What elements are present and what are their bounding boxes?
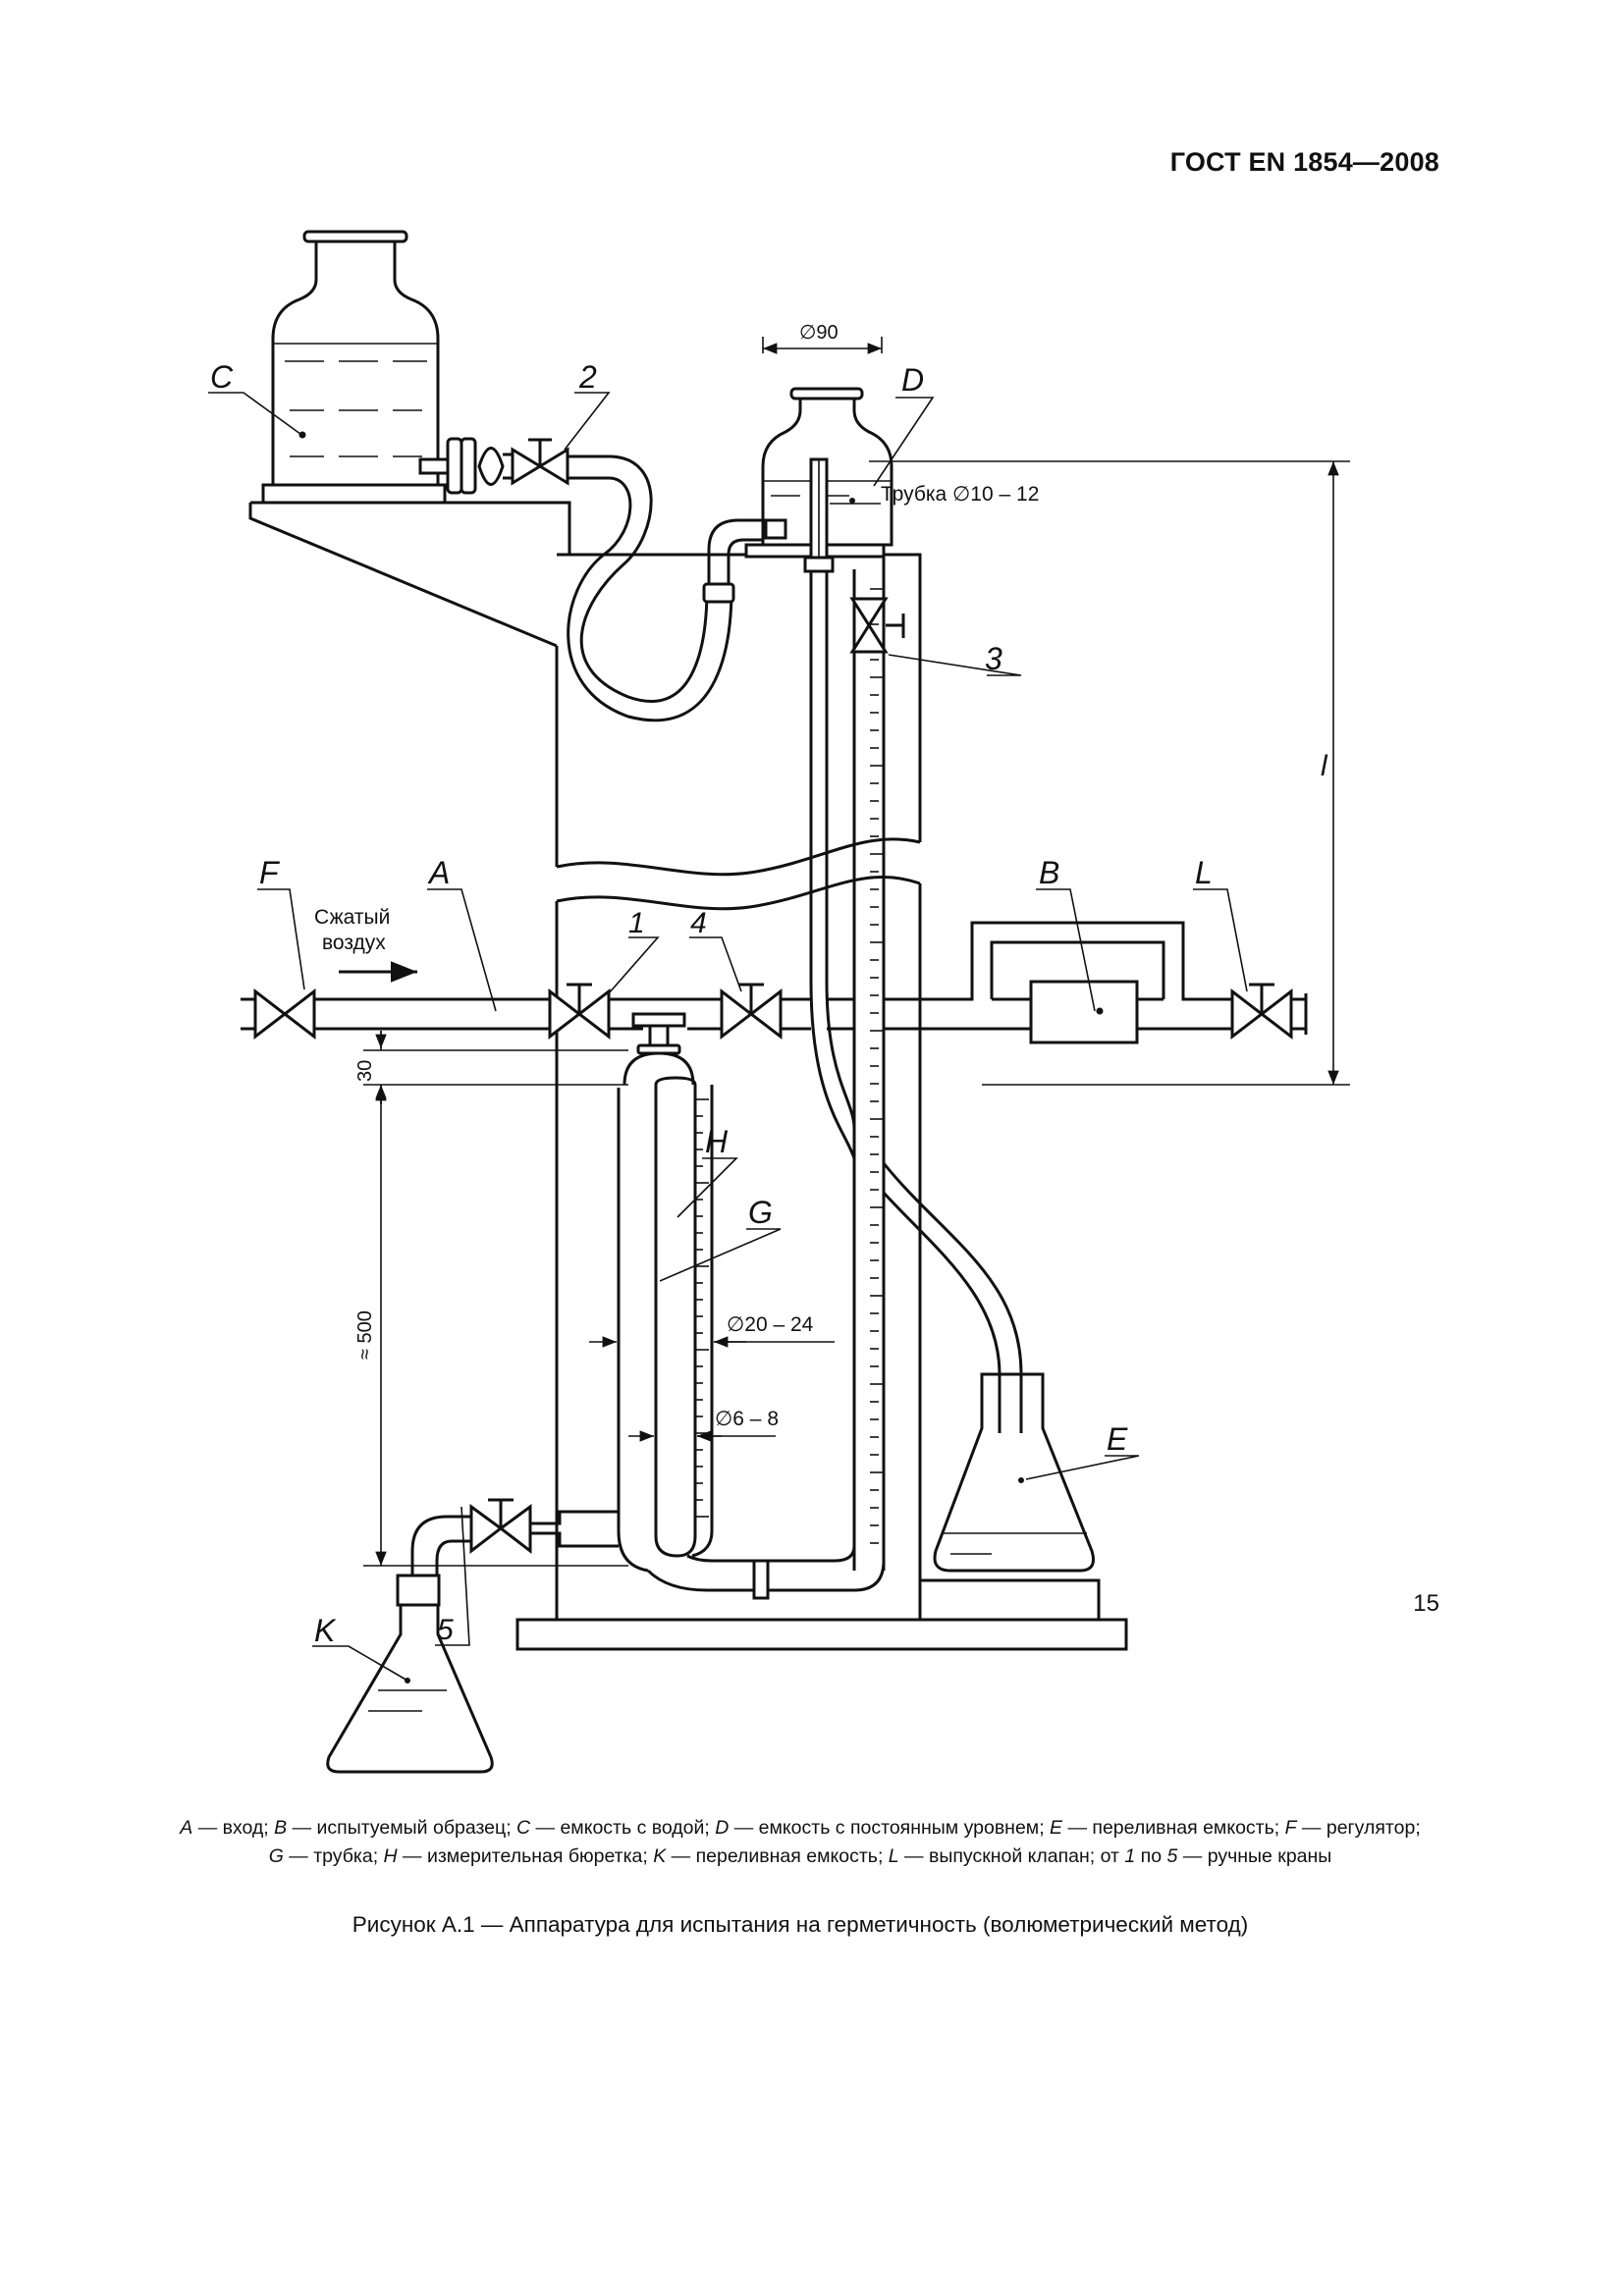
flask-k: [326, 1574, 494, 1774]
valve-l: [1230, 983, 1293, 1041]
burette-h: [617, 1012, 886, 1600]
label-a: A: [427, 855, 450, 890]
legend-text: по: [1135, 1845, 1167, 1867]
dim-500: ≈ 500: [354, 1310, 376, 1360]
legend-key: B: [274, 1817, 288, 1839]
legend-text: — переливная емкость;: [1062, 1817, 1285, 1839]
hose-e: [882, 1162, 1023, 1394]
legend-key: L: [888, 1845, 899, 1867]
dim-30: 30: [354, 1060, 376, 1082]
label-c: C: [210, 359, 234, 395]
label-length: l: [1321, 750, 1328, 782]
legend-text: — измерительная бюретка;: [397, 1845, 654, 1867]
legend-text: — вход;: [192, 1817, 275, 1839]
label-k: K: [314, 1613, 337, 1648]
shelf: [248, 501, 571, 648]
burette-ticks: [695, 1098, 709, 1518]
label-valve-1: 1: [628, 907, 645, 939]
flask-e: [918, 1372, 1101, 1622]
label-e: E: [1107, 1421, 1128, 1457]
valve-f: [253, 988, 316, 1041]
dim-d20-24: ∅20 – 24: [727, 1313, 814, 1336]
dim-burette: [363, 337, 883, 1567]
legend-key: 1: [1124, 1845, 1136, 1867]
bottle-c: [261, 230, 513, 505]
label-valve-3: 3: [985, 641, 1002, 676]
label-valve-2: 2: [578, 359, 597, 395]
legend-key: F: [1284, 1817, 1297, 1839]
leader-lines: [208, 392, 1248, 1682]
legend-text: — переливная емкость;: [666, 1845, 889, 1867]
valve-5: [410, 1498, 619, 1575]
valve-2: [511, 438, 569, 486]
dim-d6-8: ∅6 – 8: [715, 1408, 779, 1430]
sample-b: [1029, 980, 1139, 1044]
legend-key: K: [653, 1845, 667, 1867]
figure-caption: Рисунок А.1 — Аппаратура для испытания н…: [352, 1912, 1249, 1937]
valve-3: [849, 597, 905, 654]
legend-text: — регулятор;: [1296, 1817, 1421, 1839]
container-d: [744, 387, 893, 560]
legend-text: — выпускной клапан; от: [898, 1845, 1125, 1867]
label-l: L: [1195, 855, 1213, 890]
dim-length: [869, 460, 1350, 1086]
label-valve-5: 5: [437, 1614, 454, 1646]
graduated-tube: [803, 555, 886, 1571]
page-number: 15: [1413, 1590, 1439, 1617]
legend-text: — ручные краны: [1177, 1845, 1332, 1867]
legend-key: D: [715, 1817, 730, 1839]
air-text-1: Сжатый: [314, 906, 390, 929]
label-f: F: [259, 855, 281, 890]
valve-4: [720, 983, 783, 1041]
hose-2: [567, 454, 773, 722]
dim-d90: ∅90: [799, 322, 839, 344]
air-text-2: воздух: [322, 932, 386, 954]
label-h: H: [705, 1124, 729, 1159]
legend-key: C: [516, 1817, 531, 1839]
legend-text: — испытуемый образец;: [287, 1817, 517, 1839]
dim-tube: Трубка ∅10 – 12: [881, 483, 1039, 506]
air-line: [241, 921, 1308, 1035]
legend-key: G: [268, 1845, 284, 1867]
legend-text: — емкость с постоянным уровнем;: [729, 1817, 1051, 1839]
tube-ticks: [870, 588, 884, 1544]
label-b: B: [1039, 855, 1059, 890]
legend-key: H: [383, 1845, 398, 1867]
valve-1: [548, 983, 611, 1041]
legend-key: A: [180, 1817, 193, 1839]
label-valve-4: 4: [690, 907, 707, 939]
figure-legend: A — вход; B — испытуемый образец; C — ем…: [177, 1814, 1424, 1871]
legend-key: E: [1050, 1817, 1063, 1839]
document-header: ГОСТ EN 1854—2008: [1169, 147, 1439, 177]
legend-text: — емкость с водой;: [530, 1817, 716, 1839]
label-g: G: [748, 1195, 773, 1230]
label-d: D: [901, 362, 924, 398]
legend-key: 5: [1166, 1845, 1178, 1867]
legend-text: — трубка;: [283, 1845, 384, 1867]
